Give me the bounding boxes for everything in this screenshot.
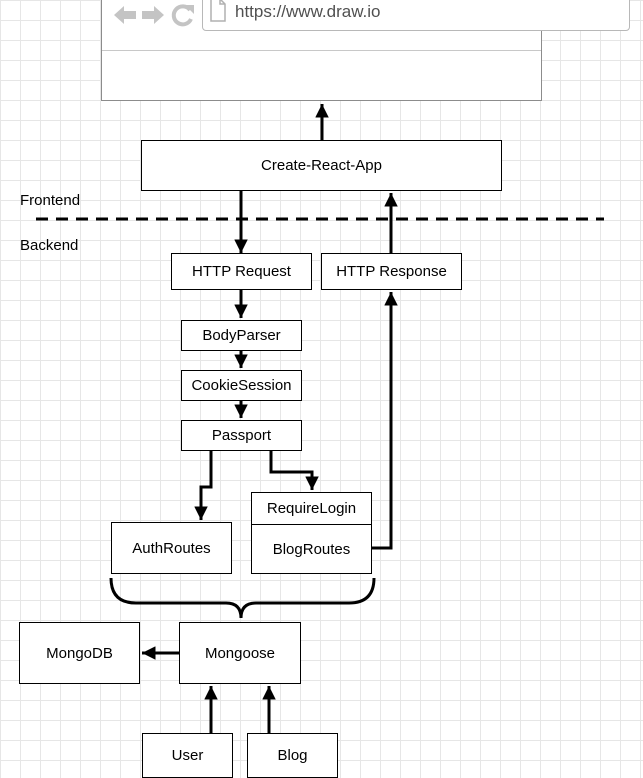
back-arrow-icon[interactable] (112, 3, 138, 27)
blogroutes-box: BlogRoutes (251, 524, 372, 574)
arrow-passport-to-authroutes (194, 450, 213, 520)
mongoose-box: Mongoose (179, 622, 301, 684)
requirelogin-box: RequireLogin (251, 492, 372, 525)
browser-mockup: https://www.draw.io (101, 0, 630, 101)
arrow-blogroutes-to-response (372, 292, 398, 550)
url-text: https://www.draw.io (235, 2, 381, 21)
browser-toolbar: https://www.draw.io (102, 0, 630, 51)
cookiesession-box: CookieSession (181, 370, 302, 401)
bodyparser-box: BodyParser (181, 320, 302, 351)
http-request-box: HTTP Request (171, 253, 312, 290)
frontend-label: Frontend (20, 192, 81, 209)
reload-icon[interactable] (170, 2, 196, 28)
arrow-passport-to-requirelogin (269, 450, 319, 490)
forward-arrow-icon[interactable] (140, 3, 166, 27)
address-bar[interactable]: https://www.draw.io (202, 0, 630, 31)
mongodb-box: MongoDB (19, 622, 140, 684)
create-react-app-box: Create-React-App (141, 140, 502, 191)
curly-brace (109, 577, 376, 619)
backend-label: Backend (20, 237, 79, 254)
http-response-box: HTTP Response (321, 253, 462, 290)
page-icon (210, 0, 226, 22)
blog-box: Blog (247, 733, 338, 778)
passport-box: Passport (181, 420, 302, 451)
authroutes-box: AuthRoutes (111, 522, 232, 574)
user-box: User (142, 733, 233, 778)
